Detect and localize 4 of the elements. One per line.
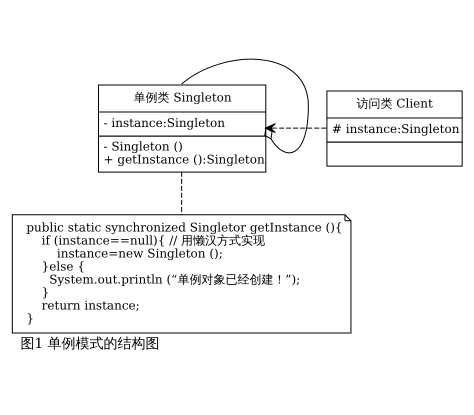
connector [181,58,309,154]
caption: 图1 单例模式的结构图 [20,336,160,352]
connector [181,171,182,216]
arrow [264,123,327,134]
